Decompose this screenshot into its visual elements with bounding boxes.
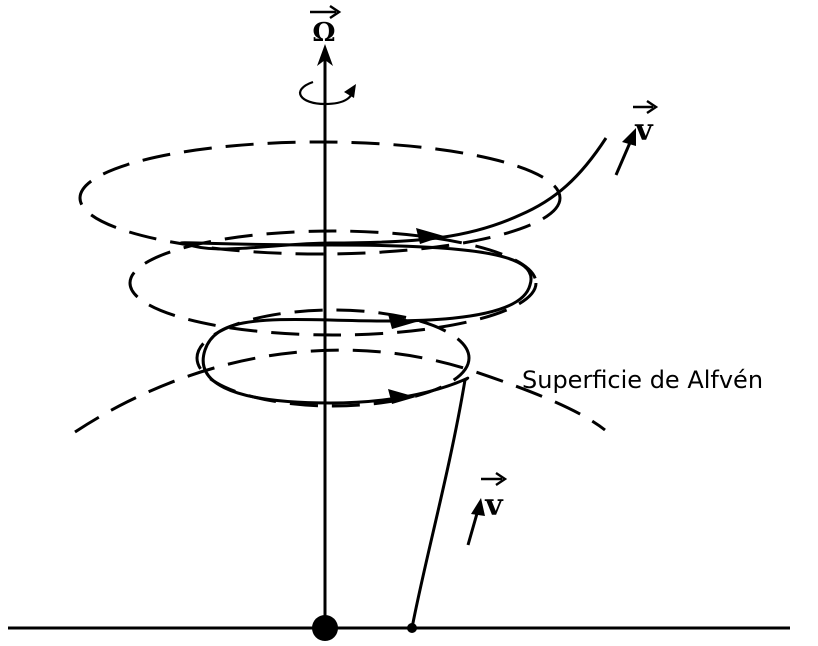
dashed-ellipses bbox=[78, 140, 562, 408]
velocity-arrow-lower bbox=[466, 498, 485, 546]
velocity-symbol-upper: v bbox=[634, 113, 654, 148]
spiral-arrow-middle bbox=[388, 314, 416, 329]
rotation-arrowhead bbox=[344, 84, 356, 98]
omega-symbol: Ω bbox=[312, 18, 335, 48]
dashed-ellipse-top bbox=[78, 140, 562, 256]
alfven-surface-curve bbox=[74, 348, 606, 434]
dashed-ellipse-middle bbox=[128, 229, 538, 337]
spiral-arrowheads bbox=[388, 228, 444, 404]
velocity-arrow-upper bbox=[614, 128, 636, 176]
spiral-field-line bbox=[179, 137, 608, 629]
axis-arrowhead bbox=[317, 44, 333, 66]
dashed-ellipse-bottom bbox=[195, 308, 471, 408]
velocity-label-upper: v bbox=[633, 100, 659, 148]
velocity-label-lower: v bbox=[481, 472, 508, 523]
spiral-arrow-top bbox=[416, 228, 444, 244]
omega-label: Ω bbox=[310, 4, 342, 48]
alfven-surface-label: Superficie de Alfvén bbox=[522, 366, 763, 394]
velocity-symbol-lower: v bbox=[484, 488, 504, 523]
spiral-arrow-bottom bbox=[388, 389, 416, 404]
star-dot bbox=[312, 615, 338, 641]
